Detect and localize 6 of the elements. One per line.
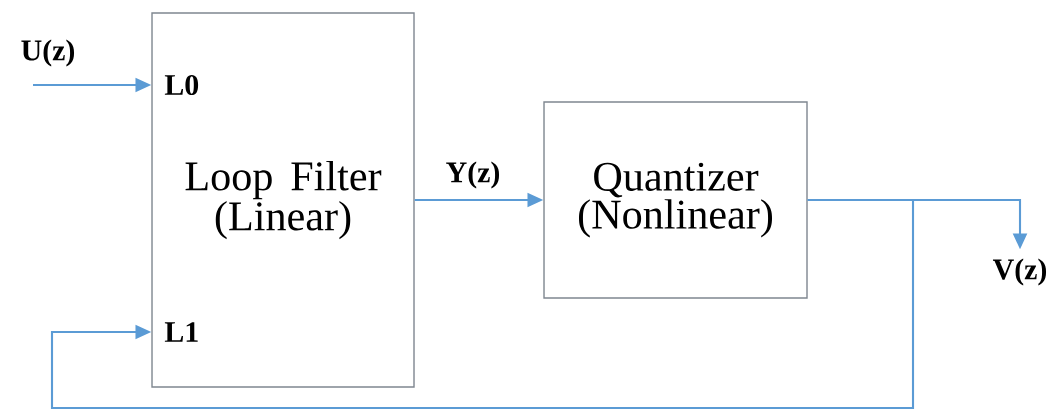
- block-box: Loop Filter (Linear) L0 L1: [151, 12, 415, 388]
- signal-label: V(z): [992, 258, 1047, 286]
- block-box: Quantizer (Nonlinear): [543, 101, 808, 299]
- edge-label: Y(z): [443, 159, 503, 191]
- arrow: [50, 198, 915, 410]
- edge-label: U(z): [18, 37, 78, 69]
